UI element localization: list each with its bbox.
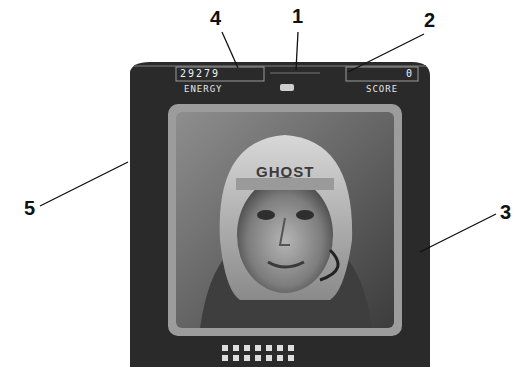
- energy-value: 29279: [180, 69, 220, 79]
- helmet-rim: [236, 178, 334, 190]
- pilot-eye: [296, 210, 314, 220]
- video-screen: [176, 112, 394, 328]
- pilot-helmet: [220, 135, 352, 300]
- hud-line: [270, 73, 320, 74]
- pilot-face: [237, 177, 333, 293]
- helmet-text: GHOST: [256, 164, 314, 179]
- pilot-mouth: [268, 262, 304, 267]
- pilot-eye: [257, 210, 275, 220]
- energy-frame: [176, 67, 264, 81]
- callout-number: 4: [210, 8, 221, 28]
- callout-number: 5: [24, 198, 35, 218]
- screen-bezel: [168, 104, 402, 336]
- energy-label: ENERGY: [184, 85, 223, 94]
- callout-number: 2: [424, 10, 435, 30]
- indicator-dots: [222, 345, 294, 361]
- monitor-housing: [130, 62, 430, 367]
- score-label: SCORE: [366, 85, 398, 94]
- pilot-nose: [280, 218, 290, 245]
- headset-mic: [320, 250, 338, 280]
- callout-number: 3: [500, 202, 511, 222]
- leader-lines: [40, 32, 496, 252]
- score-value: 0: [406, 69, 414, 79]
- status-indicator: [280, 84, 294, 91]
- callout-number: 1: [292, 6, 303, 26]
- score-frame: [346, 67, 418, 81]
